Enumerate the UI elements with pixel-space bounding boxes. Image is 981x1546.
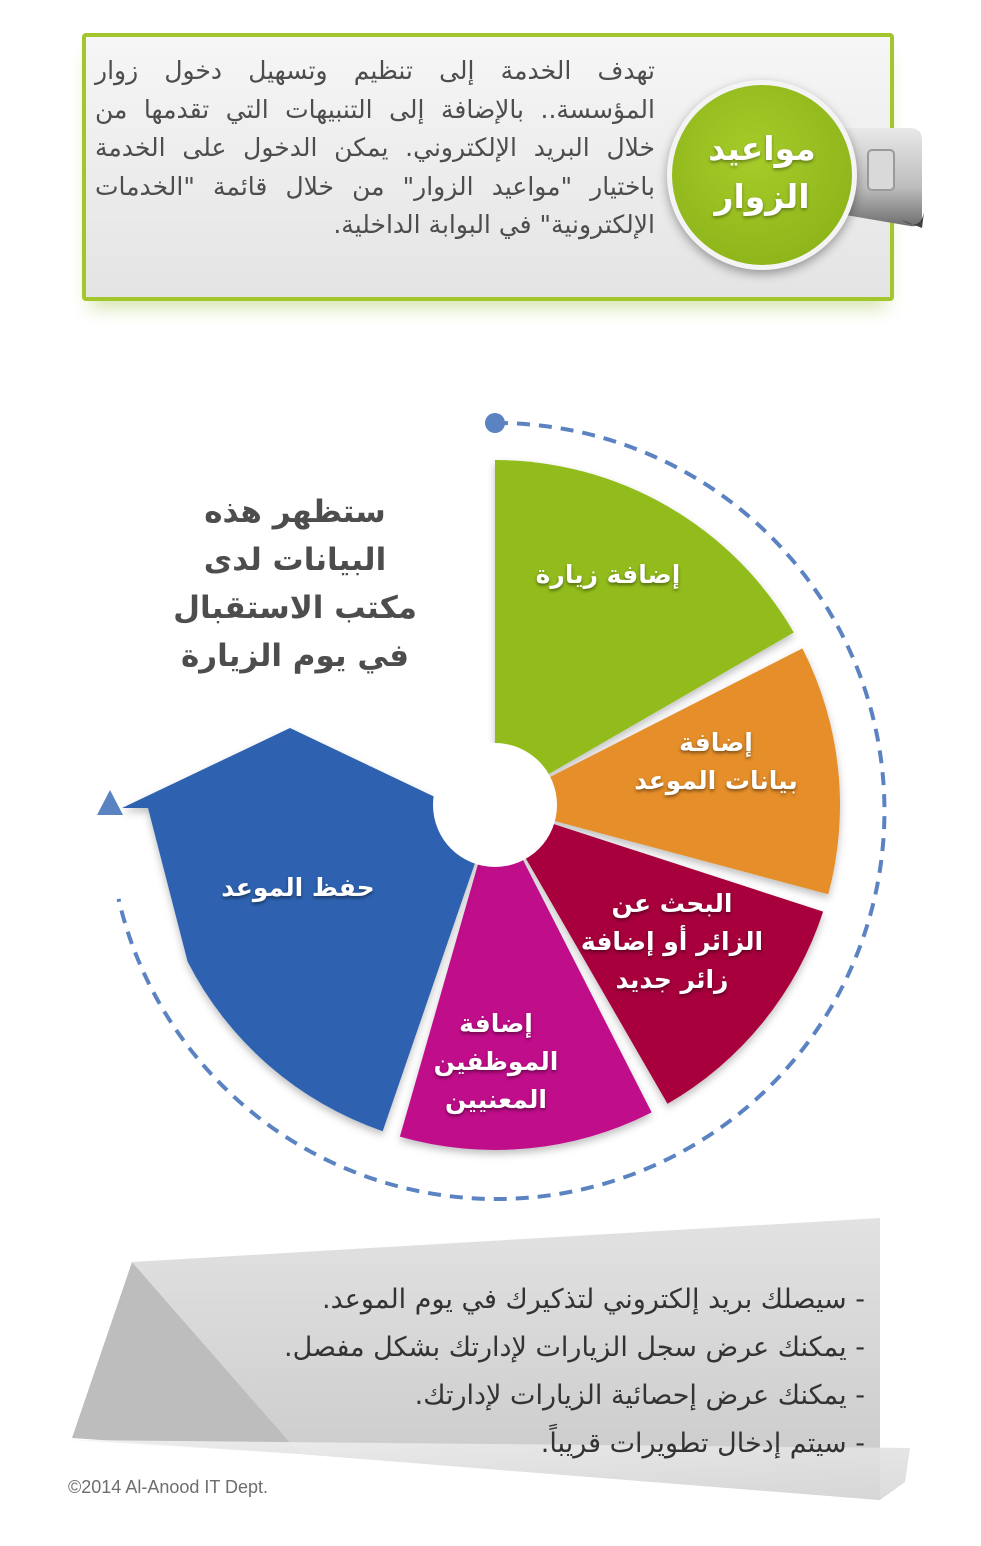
copyright-footer: ©2014 Al-Anood IT Dept. xyxy=(68,1477,269,1497)
segment-appointment-data xyxy=(495,648,840,895)
segment-add-visit xyxy=(495,460,794,805)
intro-description: تهدف الخدمة إلى تنظيم وتسهيل دخول زوار ا… xyxy=(95,56,655,239)
ribbon-tab xyxy=(840,128,924,228)
wheel-hub xyxy=(433,743,557,867)
note-item: - سيتم إدخال تطويرات قريباً. xyxy=(540,1428,865,1459)
step-employees-label: إضافة الموظفين المعنيين xyxy=(433,1009,559,1114)
segment-employees xyxy=(399,805,652,1151)
cycle-arrow xyxy=(116,420,887,1201)
step-save-label: حفظ الموعد xyxy=(221,873,375,902)
note-item: - يمكنك عرض سجل الزيارات لإدارتك بشكل مف… xyxy=(284,1332,865,1363)
reception-note: ستظهر هذه البيانات لدى مكتب الاستقبال في… xyxy=(173,494,417,674)
cycle-arrowhead xyxy=(97,790,123,815)
segment-save xyxy=(122,728,495,1132)
title-badge: مواعيد الزوار xyxy=(667,80,857,270)
step-add-visit-label: إضافة زيارة xyxy=(535,560,681,589)
notes-list: - سيصلك بريد إلكتروني لتذكيرك في يوم الم… xyxy=(120,1276,865,1468)
step-appointment-data-label: إضافة بيانات الموعد xyxy=(634,728,798,795)
cycle-start-dot xyxy=(485,413,505,433)
process-wheel xyxy=(97,413,887,1201)
note-item: - يمكنك عرض إحصائية الزيارات لإدارتك. xyxy=(414,1380,865,1411)
segment-visitor-search xyxy=(495,805,824,1104)
note-item: - سيصلك بريد إلكتروني لتذكيرك في يوم الم… xyxy=(322,1284,865,1315)
service-title: مواعيد الزوار xyxy=(708,129,816,216)
step-visitor-search-label: البحث عن الزائر أو إضافة زائر جديد xyxy=(580,889,764,994)
